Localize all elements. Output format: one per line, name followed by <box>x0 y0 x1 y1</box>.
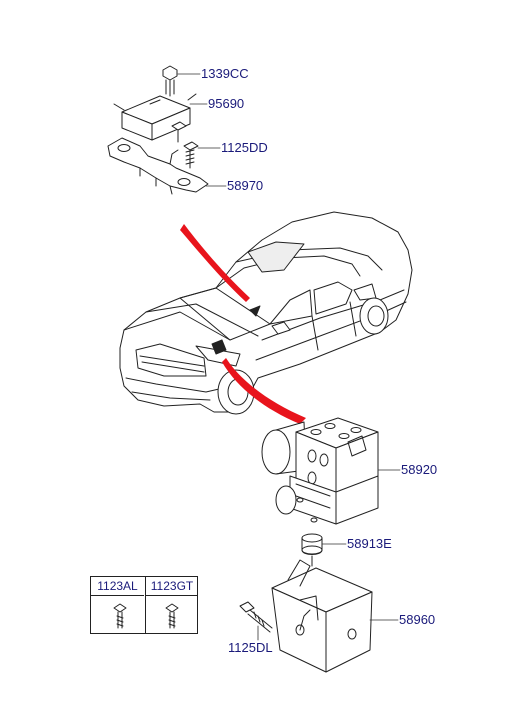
bracket-58960 <box>271 559 373 673</box>
sensor-nut-1339cc <box>162 65 178 97</box>
grommet-58913e <box>301 533 323 567</box>
car-illustration <box>119 211 413 415</box>
yaw-rate-sensor-95690 <box>113 93 197 143</box>
label-58970: 58970 <box>227 178 264 193</box>
label-95690: 95690 <box>208 96 245 111</box>
table-header-1123gt: 1123GT <box>146 577 198 596</box>
label-1125dd: 1125DD <box>221 140 268 155</box>
fastener-table: 1123AL 1123GT <box>90 576 198 634</box>
table-cell-1123al: 1123AL <box>91 577 144 633</box>
bracket-58970 <box>107 137 209 195</box>
table-header-1123al: 1123AL <box>91 577 144 596</box>
red-arrows <box>180 224 306 424</box>
label-58913e: 58913E <box>347 536 392 551</box>
label-58960: 58960 <box>399 612 436 627</box>
bolt-1125dd <box>183 141 199 169</box>
label-1125dl: 1125DL <box>228 640 273 655</box>
table-screws <box>113 603 179 629</box>
label-1339cc: 1339CC <box>201 66 249 81</box>
bolt-1125dl <box>239 601 273 633</box>
table-cell-1123gt: 1123GT <box>145 577 198 633</box>
label-58920: 58920 <box>401 462 438 477</box>
abs-module-58920 <box>261 417 379 525</box>
